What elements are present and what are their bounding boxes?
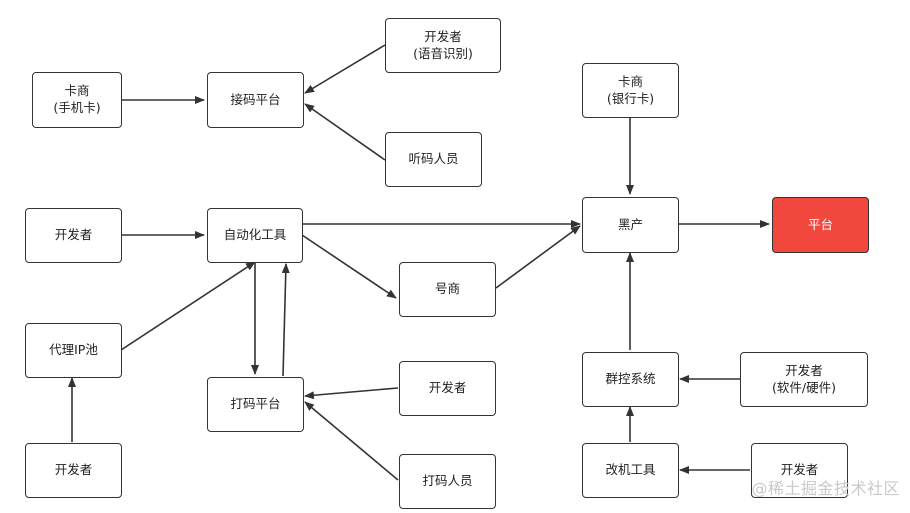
edge-account-dealer-to-black <box>495 225 581 289</box>
card-dealer-bank-node: 卡商 (银行卡) <box>582 63 679 118</box>
developer-a-node: 开发者 <box>25 208 122 263</box>
black-industry-label: 黑产 <box>617 216 643 232</box>
dev-hw-label: 开发者 <box>785 362 823 378</box>
captcha-worker-node: 打码人员 <box>399 454 496 509</box>
edge-captcha-worker-to-captcha <box>304 401 399 481</box>
edge-auto-tool-to-account-dealer <box>301 234 397 299</box>
captcha-worker-label: 打码人员 <box>422 473 473 489</box>
developer-b-label: 开发者 <box>54 462 93 478</box>
dev-voice-node: 开发者 (语音识别) <box>385 18 501 73</box>
black-industry-node: 黑产 <box>582 197 679 253</box>
edge-developer-c-to-captcha <box>304 387 399 400</box>
card-dealer-sim-sublabel: (手机卡) <box>53 100 101 115</box>
card-dealer-bank-sublabel: (银行卡) <box>606 90 655 106</box>
edge-dev-voice-to-code-platform <box>304 44 386 94</box>
code-platform-label: 接码平台 <box>230 91 281 107</box>
proxy-ip-pool-node: 代理IP池 <box>25 323 122 378</box>
dev-voice-label: 开发者 <box>424 28 462 44</box>
developer-d-label: 开发者 <box>780 462 819 478</box>
captcha-platform-label: 打码平台 <box>230 396 281 412</box>
edge-proxy-to-auto-tool <box>120 261 256 351</box>
account-dealer-label: 号商 <box>434 281 460 297</box>
group-control-label: 群控系统 <box>605 371 656 387</box>
code-listener-label: 听码人员 <box>408 151 459 167</box>
device-mod-tool-label: 改机工具 <box>605 462 656 478</box>
dev-hw-sublabel: (软件/硬件) <box>772 379 836 395</box>
edge-captcha-to-auto-tool <box>281 263 290 377</box>
card-dealer-sim-node: 卡商 (手机卡) <box>32 72 122 128</box>
platform-label: 平台 <box>807 216 833 232</box>
dev-hw-node: 开发者 (软件/硬件) <box>740 352 868 407</box>
card-dealer-sim-label: 卡商 <box>64 83 90 99</box>
developer-a-label: 开发者 <box>54 227 93 243</box>
dev-voice-sublabel: (语音识别) <box>413 45 473 61</box>
code-listener-node: 听码人员 <box>385 132 482 187</box>
edge-listener-to-code-platform <box>304 103 386 161</box>
proxy-ip-pool-label: 代理IP池 <box>49 342 98 358</box>
developer-c-label: 开发者 <box>428 380 467 396</box>
account-dealer-node: 号商 <box>399 262 496 317</box>
developer-b-node: 开发者 <box>25 443 122 498</box>
developer-d-node: 开发者 <box>751 443 848 498</box>
captcha-platform-node: 打码平台 <box>207 377 304 432</box>
auto-tool-node: 自动化工具 <box>207 208 303 263</box>
watermark-text: @稀土掘金技术社区 <box>751 479 900 498</box>
card-dealer-bank-label: 卡商 <box>617 73 643 89</box>
group-control-node: 群控系统 <box>582 352 679 407</box>
device-mod-tool-node: 改机工具 <box>582 443 679 498</box>
developer-c-node: 开发者 <box>399 361 496 416</box>
code-platform-node: 接码平台 <box>207 72 304 128</box>
platform-node: 平台 <box>772 197 869 253</box>
auto-tool-label: 自动化工具 <box>223 227 287 243</box>
